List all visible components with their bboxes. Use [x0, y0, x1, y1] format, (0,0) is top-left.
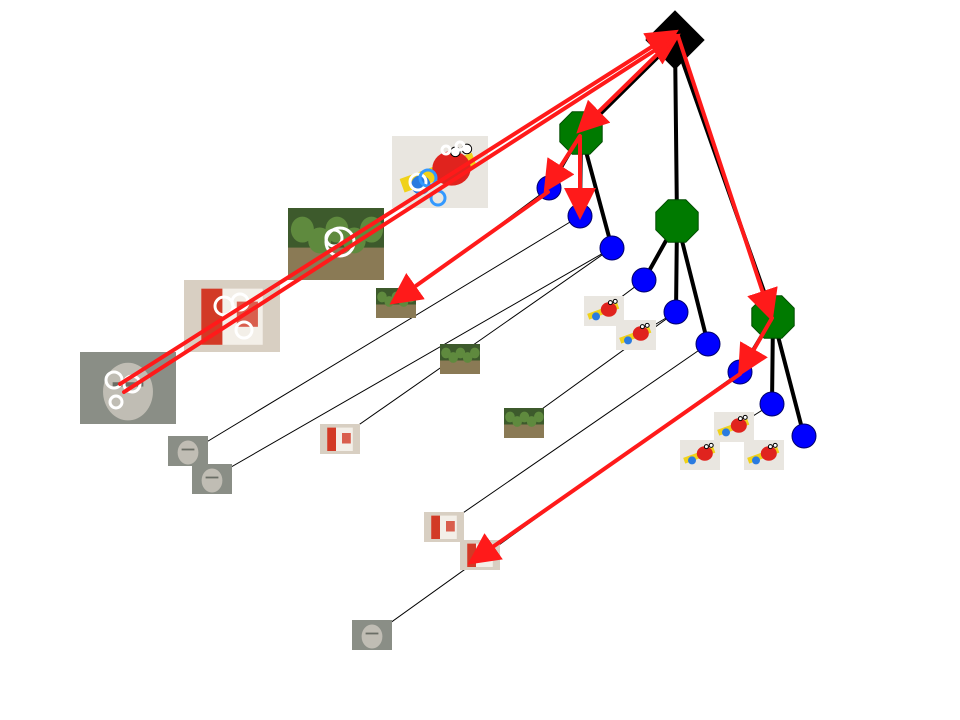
leaf-shape	[505, 411, 515, 423]
query-path-arrow	[118, 29, 679, 386]
leaf-shape	[526, 416, 537, 427]
leaf-node	[599, 235, 625, 261]
toy-wheel	[688, 456, 696, 465]
leaf-shape	[448, 352, 459, 363]
face-detail	[112, 382, 144, 387]
feature-circle	[108, 394, 124, 410]
feature-circle	[440, 144, 452, 156]
leaf-image	[504, 408, 544, 438]
leaf-link-line	[211, 247, 613, 479]
query-path-arrow	[738, 316, 774, 377]
toy-wheel	[722, 428, 730, 437]
toy-body	[600, 302, 617, 317]
image-thumbnails	[80, 136, 784, 650]
feature-circle	[454, 140, 466, 152]
leaf-image	[440, 344, 480, 374]
toy-eye	[767, 444, 773, 450]
leaf-image	[352, 620, 392, 650]
internal-node	[655, 199, 699, 243]
box-stripe	[467, 543, 476, 567]
face-shape	[177, 440, 199, 465]
query-path-arrow	[389, 190, 550, 305]
leaf-image	[168, 436, 208, 466]
toy-eye	[772, 442, 778, 448]
leaf-shape	[455, 347, 466, 359]
soil-shape	[376, 304, 416, 318]
leaf-link-line	[443, 343, 709, 527]
toy-eye	[639, 324, 645, 330]
query-path-arrows	[118, 29, 778, 565]
box-label	[342, 433, 351, 444]
toy-body	[696, 446, 713, 461]
feature-circle	[408, 172, 428, 192]
toy-eye	[703, 444, 709, 450]
leaf-link-line	[339, 247, 613, 439]
leaf-image	[714, 412, 754, 442]
leaf-link-line	[189, 215, 581, 453]
toy-eye	[708, 442, 714, 448]
leaf-shape	[534, 411, 544, 423]
leaf-image	[320, 424, 360, 454]
face-shape	[361, 624, 383, 649]
feature-circle	[418, 168, 438, 188]
toy-eye	[742, 414, 748, 420]
query-image	[392, 136, 488, 208]
box-stripe	[431, 515, 440, 539]
toy-wheel	[624, 336, 632, 345]
toy-eye	[644, 322, 650, 328]
toy-body	[632, 326, 649, 341]
leaf-shape	[377, 291, 387, 303]
query-path-arrow	[676, 34, 778, 322]
query-path-arrow	[543, 134, 582, 193]
leaf-image	[744, 440, 784, 470]
leaf-shape	[519, 411, 530, 423]
leaf-shape	[512, 416, 522, 427]
face-detail	[181, 448, 195, 451]
leaf-node	[759, 391, 785, 417]
leaf-node	[695, 331, 721, 357]
leaf-image	[584, 296, 624, 326]
leaf-shape	[290, 216, 314, 243]
box-stripe	[327, 427, 336, 451]
toy-body	[760, 446, 777, 461]
leaf-node	[791, 423, 817, 449]
leaf-shape	[441, 347, 451, 359]
query-path-arrow	[576, 34, 678, 134]
face-shape	[201, 468, 223, 493]
query-image	[184, 280, 280, 352]
leaf-image	[616, 320, 656, 350]
toy-wheel	[752, 456, 760, 465]
feature-circle	[104, 370, 124, 390]
soil-shape	[504, 424, 544, 438]
face-detail	[365, 632, 379, 635]
toy-wheel	[592, 312, 600, 321]
box-label	[446, 521, 455, 532]
leaf-node	[663, 299, 689, 325]
tree-edge	[673, 38, 679, 223]
leaf-image	[192, 464, 232, 494]
face-detail	[205, 476, 219, 479]
soil-shape	[440, 360, 480, 374]
leaf-image	[680, 440, 720, 470]
leaf-shape	[470, 347, 480, 359]
query-path-arrow	[467, 372, 742, 565]
leaf-shape	[462, 352, 473, 363]
feature-circle	[234, 320, 254, 340]
toy-eye	[737, 416, 743, 422]
query-path-arrow	[122, 33, 681, 394]
toy-eye	[612, 298, 618, 304]
leaf-node	[631, 267, 657, 293]
toy-eye	[607, 300, 613, 306]
toy-body	[730, 418, 747, 433]
leaf-image	[424, 512, 464, 542]
